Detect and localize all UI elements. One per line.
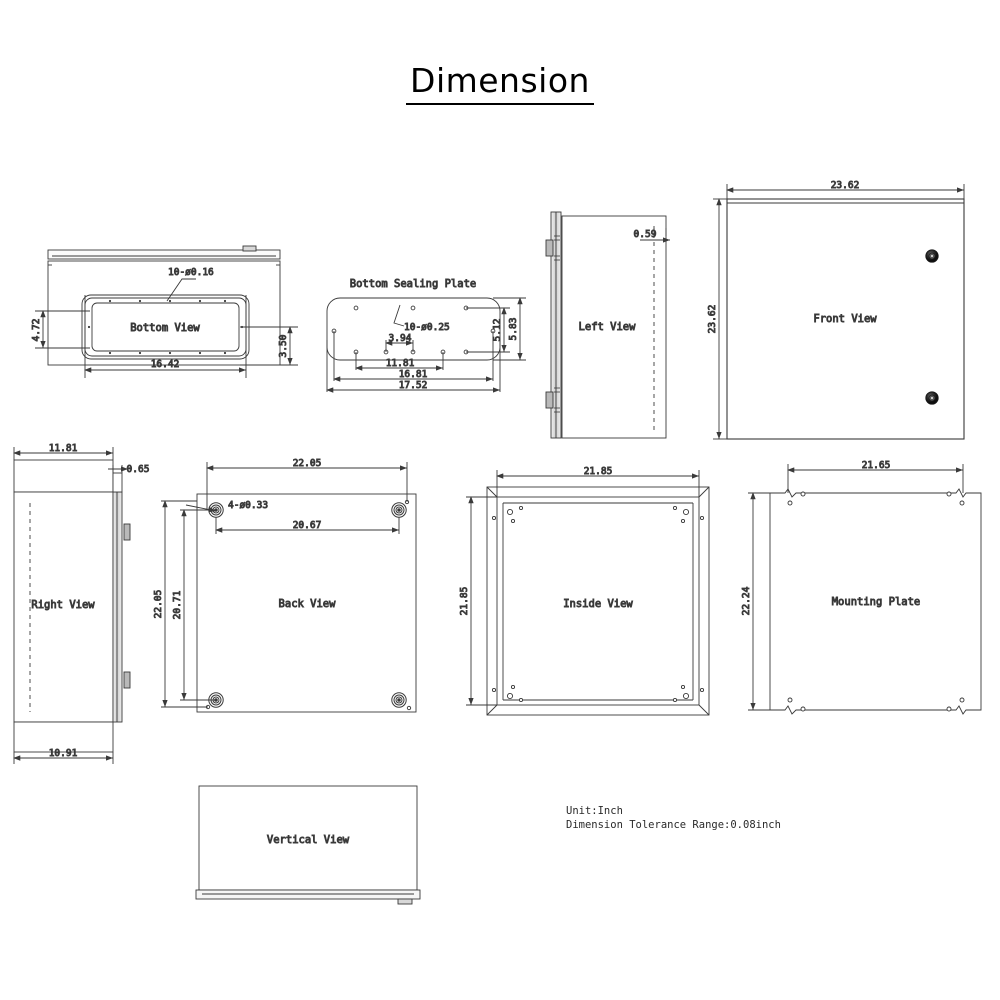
note-tolerance: Dimension Tolerance Range:0.08inch — [566, 819, 781, 831]
left-dim-door-offset: 0.59 — [634, 229, 657, 240]
back-dim-inner-height: 20.71 — [172, 590, 183, 619]
view-bottom-sealing-plate: Bottom Sealing Plate 10-ø0.25 3.94 11.81… — [326, 278, 526, 393]
note-unit: Unit:Inch — [566, 805, 623, 817]
inside-dim-width: 21.85 — [584, 466, 613, 477]
view-label-vertical: Vertical View — [267, 834, 350, 846]
view-right: 11.81 0.65 10.91 Right View — [13, 443, 150, 764]
view-label-left: Left View — [579, 321, 637, 333]
view-label-bottom-sealing-plate: Bottom Sealing Plate — [350, 278, 476, 290]
view-bottom: 10-ø0.16 4.72 16.42 3.50 Bottom View — [31, 245, 298, 378]
view-label-inside: Inside View — [563, 598, 633, 610]
view-vertical: Vertical View — [195, 785, 421, 905]
back-dim-left-height: 22.05 — [153, 590, 164, 619]
sealing-plate-hole-callout: 10-ø0.25 — [404, 322, 450, 333]
view-back: 22.05 4-ø0.33 20.67 22.05 20.71 Back Vie… — [153, 458, 417, 713]
sealing-plate-dim-overall-width: 17.52 — [399, 380, 428, 391]
back-stud-br — [391, 692, 407, 708]
view-left: 0.59 Left View — [545, 211, 670, 439]
sealing-plate-dim-mid: 11.81 — [386, 358, 415, 369]
view-label-mounting-plate: Mounting Plate — [832, 596, 921, 608]
view-label-bottom: Bottom View — [130, 322, 200, 334]
front-dim-height: 23.62 — [707, 305, 718, 334]
sealing-plate-dim-overall-height: 5.83 — [508, 318, 519, 341]
view-label-right: Right View — [31, 599, 95, 611]
sealing-plate-dim-second: 16.81 — [399, 369, 428, 380]
sealing-plate-dim-inner-small: 3.94 — [389, 333, 412, 344]
right-dim-bottom-width: 10.91 — [49, 748, 78, 759]
view-label-back: Back View — [279, 598, 337, 610]
right-dim-flange: 0.65 — [127, 464, 150, 475]
front-lock-lower — [925, 391, 939, 405]
view-label-front: Front View — [813, 313, 877, 325]
back-hole-callout: 4-ø0.33 — [228, 500, 268, 511]
view-front: 23.62 23.62 Front View — [707, 180, 965, 440]
back-stud-tr — [391, 502, 407, 518]
bottom-dim-width: 16.42 — [151, 359, 180, 370]
front-dim-width: 23.62 — [831, 180, 860, 191]
bottom-dim-inner-height: 4.72 — [31, 319, 42, 342]
bottom-dim-right-height: 3.50 — [278, 334, 289, 357]
right-dim-top-width: 11.81 — [49, 443, 78, 454]
inside-dim-height: 21.85 — [459, 587, 470, 616]
mounting-plate-dim-height: 22.24 — [741, 586, 752, 615]
view-mounting-plate: 21.65 22.24 Mounting Plate — [741, 460, 982, 715]
front-lock-upper — [925, 249, 939, 263]
mounting-plate-dim-width: 21.65 — [862, 460, 891, 471]
view-inside: 21.85 21.85 Inside View — [459, 466, 710, 716]
sealing-plate-dim-inner-height: 5.12 — [492, 319, 503, 342]
back-dim-top-width: 22.05 — [293, 458, 322, 469]
bottom-hole-callout: 10-ø0.16 — [168, 267, 214, 278]
back-dim-inner-width: 20.67 — [293, 520, 322, 531]
drawing-notes: Unit:Inch Dimension Tolerance Range:0.08… — [566, 805, 781, 831]
